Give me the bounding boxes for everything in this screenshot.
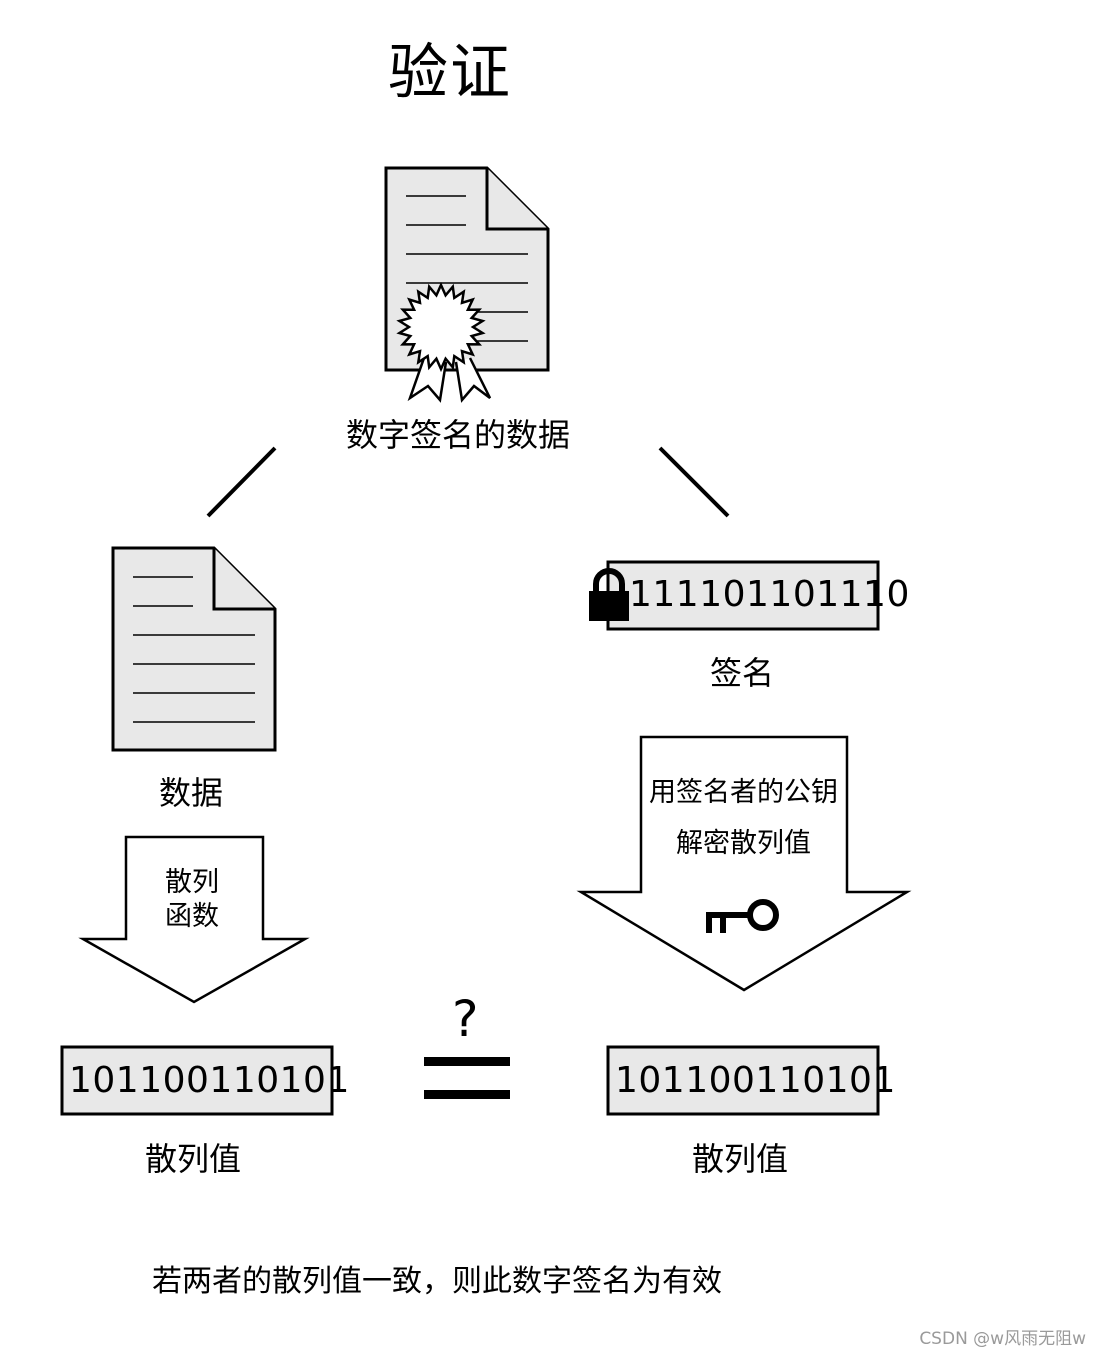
decrypt-arrow [576,735,912,992]
hash-function-arrow [78,835,310,1004]
right-hash-bits: 101100110101 [615,1060,896,1101]
left-hash-label: 散列值 [145,1140,242,1178]
connector-line-left [206,446,277,518]
certificate-icon [384,166,550,403]
signature-box [606,560,880,631]
left-hash-bits: 101100110101 [69,1060,350,1101]
watermark: CSDN @w风雨无阻w [919,1329,1086,1349]
conclusion-text: 若两者的散列值一致，则此数字签名为有效 [152,1264,722,1299]
right-hash-box [606,1045,880,1116]
page-title: 验证 [388,38,512,108]
signature-label: 签名 [710,654,775,692]
lock-icon [589,568,629,621]
connector-line-right [658,446,730,518]
key-icon [706,899,779,933]
decrypt-line1: 用签名者的公钥 [649,777,838,808]
document-icon [111,546,277,752]
data-label: 数据 [159,774,224,812]
equals-icon [424,1057,510,1099]
signature-bits: 111101101110 [629,574,910,615]
left-hash-box [60,1045,334,1116]
hash-function-line1: 散列 [165,867,219,898]
right-hash-label: 散列值 [692,1140,789,1178]
decrypt-line2: 解密散列值 [676,828,811,859]
hash-function-line2: 函数 [165,901,219,932]
signed-data-label: 数字签名的数据 [346,416,571,454]
compare-question-mark: ? [452,990,479,1048]
